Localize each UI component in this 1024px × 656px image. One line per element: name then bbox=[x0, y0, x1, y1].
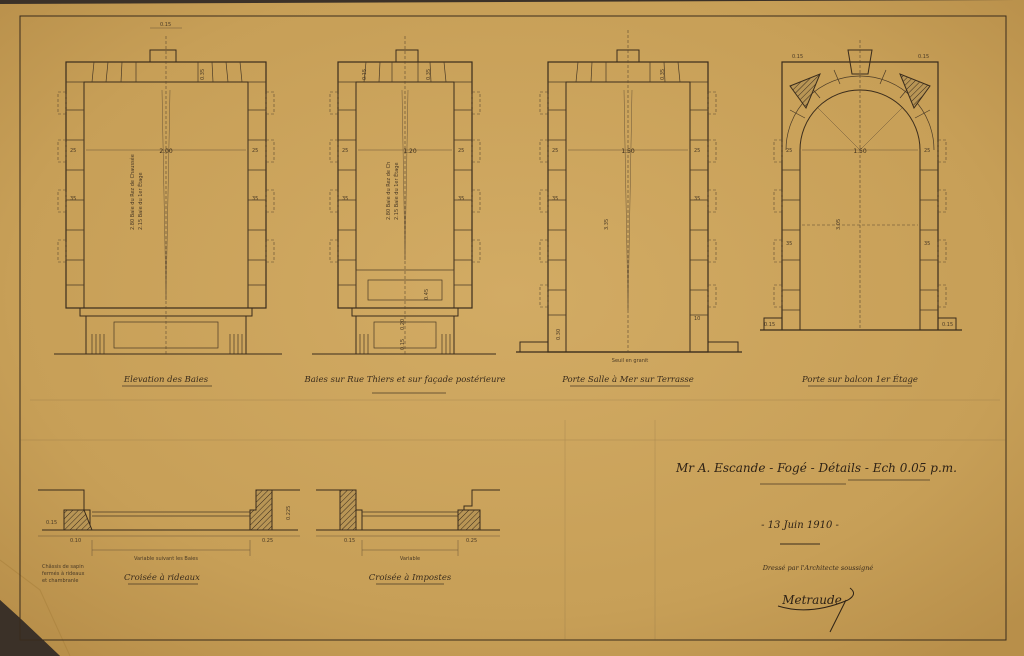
margin-note-line-1: Châssis de sapin bbox=[42, 563, 84, 570]
elev3-threshold-note: Seuil en granit bbox=[612, 358, 648, 364]
elev1-jamb-dim-d: 35 bbox=[252, 196, 258, 202]
elev3-height-dim: 3.35 bbox=[604, 219, 610, 230]
elev3-width-dim: 1.50 bbox=[621, 148, 635, 155]
elev2-top-dim-a: 0.15 bbox=[362, 69, 368, 80]
elev4-jamb-dim-d: 35 bbox=[924, 241, 930, 247]
elev1-width-dim: 2.00 bbox=[159, 148, 173, 155]
elev4-base-dim-b: 0.15 bbox=[942, 322, 953, 328]
elev1-top-dim-a: 0.15 bbox=[160, 22, 171, 28]
sec2-dim-a: 0.15 bbox=[344, 538, 355, 544]
signature-flourish bbox=[777, 587, 854, 633]
elev2-height-dim-b: 2.15 Baie du 1er Étage bbox=[392, 162, 400, 220]
elev2-caption: Baies sur Rue Thiers et sur façade posté… bbox=[303, 374, 505, 385]
elev1-height-dim-a: 2.80 Baie du Rez de Chaussée bbox=[129, 154, 136, 230]
elev1-caption: Elevation des Baies bbox=[123, 375, 209, 385]
section-croisee-impostes bbox=[316, 489, 500, 556]
sec1-dim-b: 0.10 bbox=[70, 538, 81, 544]
drawing-date: - 13 Juin 1910 - bbox=[761, 520, 839, 531]
elev1-jamb-dim-a: 25 bbox=[70, 148, 76, 154]
sec1-dim-c: 0.25 bbox=[262, 538, 273, 544]
elevation-porte-terrasse bbox=[516, 30, 742, 353]
sec2-dim-b: 0.25 bbox=[466, 538, 477, 544]
sec1-dim-a: 0.15 bbox=[46, 520, 57, 526]
elev4-width-dim: 1.50 bbox=[853, 148, 867, 155]
sec2-span-note: Variable bbox=[400, 556, 420, 562]
elev3-jamb-dim-c: 25 bbox=[694, 148, 700, 154]
elev4-top-dim-b: 0.15 bbox=[918, 54, 929, 60]
paper-fold bbox=[0, 559, 71, 656]
elev2-jamb-dim-d: 35 bbox=[458, 196, 464, 202]
elev2-sill-dim-b: 0.20 bbox=[400, 319, 406, 330]
elev3-jamb-dim-d: 35 bbox=[694, 196, 700, 202]
sec2-caption: Croisée à Impostes bbox=[369, 572, 452, 583]
elev3-base-dim-a: 10 bbox=[694, 316, 700, 322]
elev4-height-dim: 3.05 bbox=[836, 219, 842, 230]
elev3-base-dim-b: 0.30 bbox=[556, 329, 562, 340]
elevation-porte-balcon bbox=[760, 40, 962, 331]
signature-caption: Dressé par l'Architecte soussigné bbox=[762, 564, 874, 572]
elevation-baies bbox=[54, 27, 282, 355]
construction-lines bbox=[20, 399, 1006, 640]
elev1-height-dim-b: 2.15 Baie du 1er Étage bbox=[136, 172, 144, 230]
elev2-height-dim-a: 2.80 Baie du Rez de Ch bbox=[386, 162, 392, 220]
elev2-width-dim: 1.20 bbox=[403, 148, 417, 155]
sheet-border bbox=[19, 15, 1007, 641]
elev3-jamb-dim-b: 35 bbox=[552, 196, 558, 202]
sec1-span-note: Variable suivant les Baies bbox=[134, 556, 198, 562]
elev3-top-dim: 0.35 bbox=[660, 69, 666, 80]
elev4-top-dim-a: 0.15 bbox=[792, 54, 803, 60]
elev4-caption: Porte sur balcon 1er Étage bbox=[801, 373, 918, 385]
elev1-jamb-dim-c: 25 bbox=[252, 148, 258, 154]
drawing-title: Mr A. Escande - Fogé - Détails - Ech 0.0… bbox=[675, 461, 957, 475]
elev4-jamb-dim-a: 25 bbox=[786, 148, 792, 154]
elev2-jamb-dim-a: 25 bbox=[342, 148, 348, 154]
sec1-caption: Croisée à rideaux bbox=[124, 572, 200, 583]
elev4-base-dim-a: 0.15 bbox=[764, 322, 775, 328]
torn-corner bbox=[0, 600, 60, 656]
elev1-jamb-dim-b: 35 bbox=[70, 196, 76, 202]
elev3-caption: Porte Salle à Mer sur Terrasse bbox=[561, 374, 694, 385]
elev2-top-dim-b: 0.35 bbox=[426, 69, 432, 80]
elev2-jamb-dim-b: 35 bbox=[342, 196, 348, 202]
elev3-jamb-dim-a: 25 bbox=[552, 148, 558, 154]
margin-note-line-3: et chambranle bbox=[42, 578, 78, 584]
elev2-jamb-dim-c: 25 bbox=[458, 148, 464, 154]
elevation-rue-thiers bbox=[312, 36, 496, 355]
architect-signature: Metraude bbox=[781, 593, 842, 607]
elev4-jamb-dim-b: 35 bbox=[786, 241, 792, 247]
margin-note-line-2: fermés à rideaux bbox=[42, 570, 85, 577]
elev1-top-dim-b: 0.35 bbox=[200, 69, 206, 80]
elev2-sill-dim-c: 0.15 bbox=[400, 339, 406, 350]
sec1-dim-d: 0.225 bbox=[286, 506, 292, 520]
section-croisee-rideaux bbox=[38, 489, 300, 556]
elev4-jamb-dim-c: 25 bbox=[924, 148, 930, 154]
elev2-sill-dim-a: 0.45 bbox=[424, 289, 430, 300]
